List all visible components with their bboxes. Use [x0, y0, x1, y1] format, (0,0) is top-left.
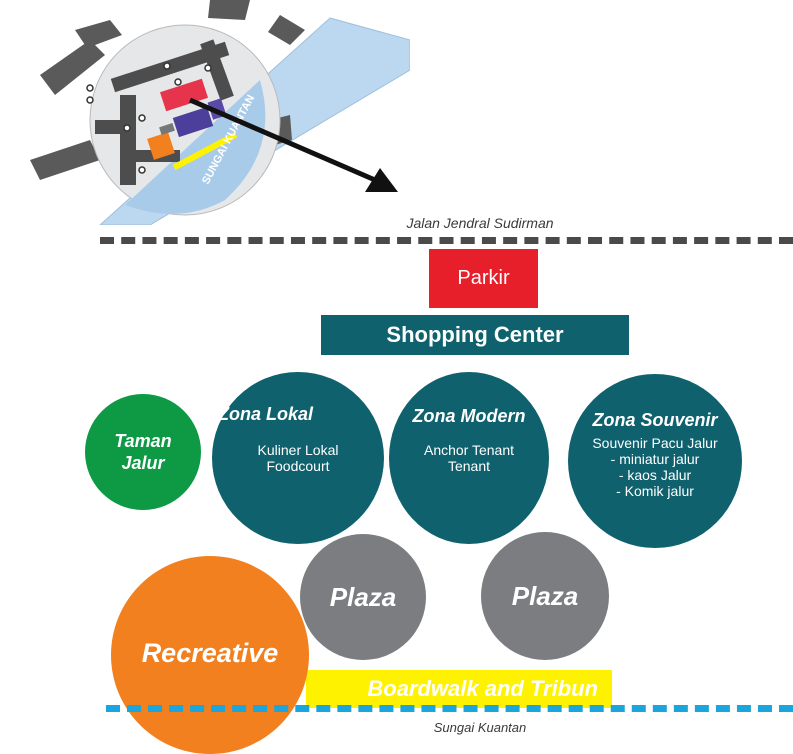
zona-souvenir-title: Zona Souvenir: [592, 410, 718, 430]
boardwalk-label: Boardwalk and Tribun: [367, 676, 598, 701]
zona-souvenir-line-4: - Komik jalur: [616, 483, 694, 499]
zona-modern-title: Zona Modern: [412, 406, 526, 426]
taman-jalur-label: Taman Jalur: [114, 431, 172, 473]
boardwalk-box: Boardwalk and Tribun: [306, 670, 612, 708]
parkir-label: Parkir: [457, 267, 510, 289]
map-block-small: [159, 123, 175, 135]
road-dashed-line: [100, 237, 793, 244]
zona-souvenir-line-2: - miniatur jalur: [610, 451, 700, 467]
recreative-circle: Recreative: [111, 556, 309, 754]
river-dashed-line: [106, 705, 793, 712]
recreative-label: Recreative: [141, 638, 279, 668]
shopping-center-box: Shopping Center: [321, 315, 629, 355]
map-block-blue: [172, 106, 214, 138]
zona-lokal-circle: Zona Lokal Kuliner Lokal Foodcourt: [212, 372, 384, 544]
parkir-box: Parkir: [429, 249, 538, 308]
plaza-left-label: Plaza: [329, 581, 397, 612]
map-arrow-head: [365, 168, 398, 192]
zona-lokal-line-2: Foodcourt: [266, 458, 330, 474]
zona-lokal-title: Zona Lokal: [218, 404, 314, 424]
shopping-center-label: Shopping Center: [386, 322, 564, 347]
map-arrow-line: [189, 97, 376, 183]
plaza-right-label: Plaza: [511, 580, 579, 611]
zona-souvenir-circle: Zona Souvenir Souvenir Pacu Jalur - mini…: [568, 374, 742, 548]
map-block-orange: [147, 132, 175, 160]
river-label: Sungai Kuantan: [433, 720, 527, 735]
zona-modern-line-2: Tenant: [447, 458, 491, 474]
map-block-red: [159, 78, 209, 112]
map-markers: [86, 62, 212, 174]
zona-lokal-line-1: Kuliner Lokal: [257, 442, 339, 458]
map-block-yellow: [172, 131, 238, 171]
zona-modern-line-1: Anchor Tenant: [423, 442, 515, 458]
zona-souvenir-line-1: Souvenir Pacu Jalur: [592, 435, 718, 451]
plaza-right-circle: Plaza: [481, 532, 609, 660]
map-river-in-circle: [125, 80, 266, 214]
plaza-left-circle: Plaza: [300, 534, 426, 660]
road-label: Jalan Jendral Sudirman: [406, 215, 554, 231]
zona-souvenir-line-3: - kaos Jalur: [618, 467, 692, 483]
zona-modern-circle: Zona Modern Anchor Tenant Tenant: [389, 372, 549, 544]
site-location-map: SUNGAI KUANTAN: [30, 0, 410, 225]
map-roads: [30, 0, 305, 180]
taman-jalur-circle: Taman Jalur: [85, 394, 201, 510]
